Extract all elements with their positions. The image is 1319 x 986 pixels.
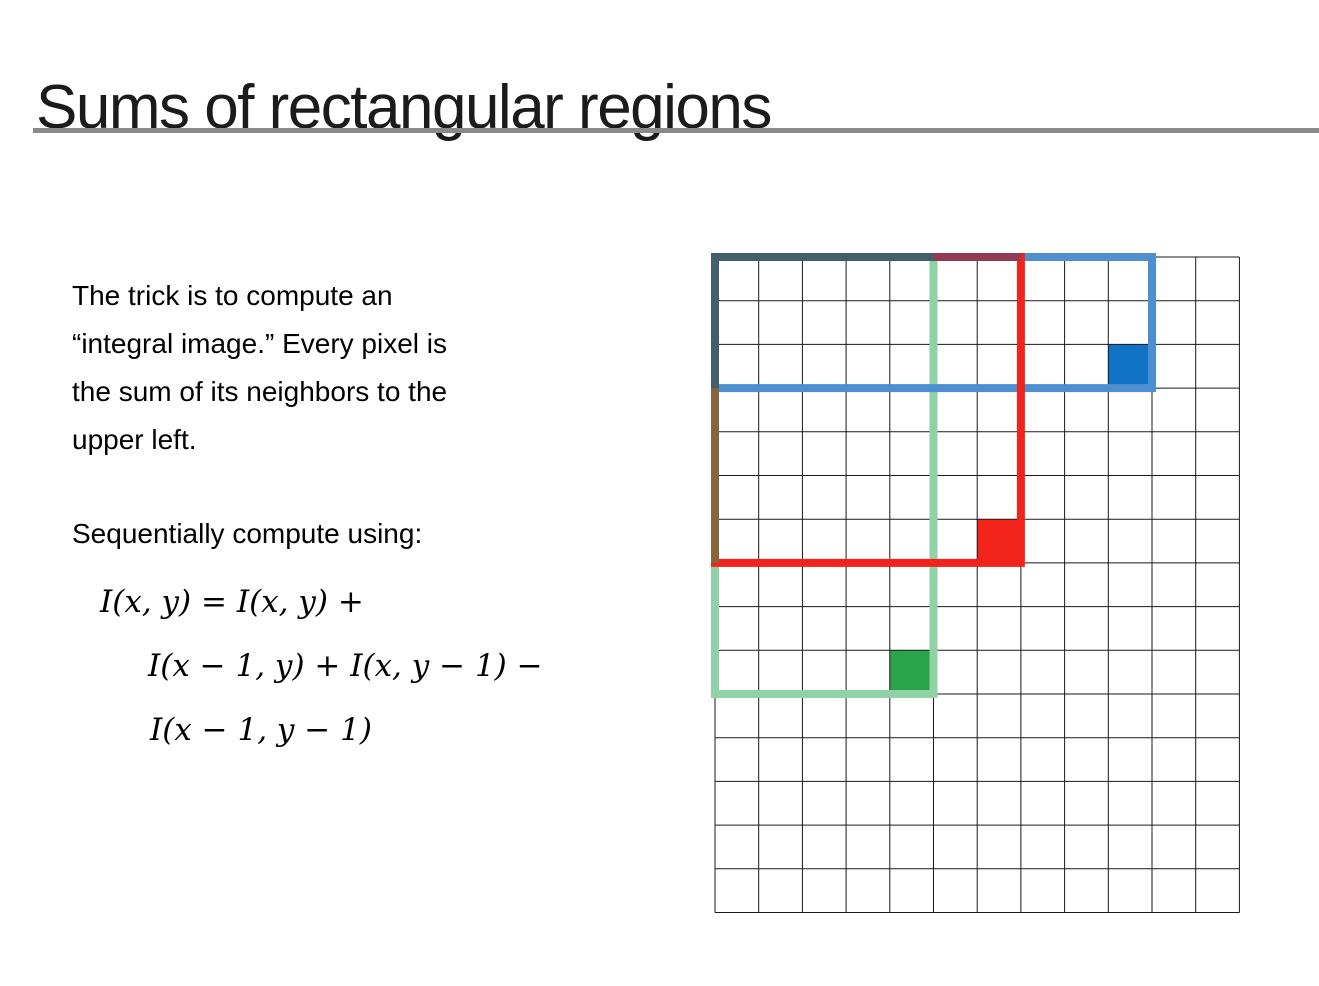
body-paragraph: The trick is to compute an “integral ima…	[72, 272, 632, 464]
body-line: “integral image.” Every pixel is	[72, 328, 448, 359]
grid-lines	[714, 256, 1240, 913]
formula-line: I(x − 1, y − 1)	[150, 712, 372, 748]
formula-line: I(x − 1, y) + I(x, y − 1) −	[148, 648, 543, 684]
sequential-label: Sequentially compute using:	[72, 518, 423, 549]
body-line: The trick is to compute an	[72, 280, 393, 311]
body-line: upper left.	[72, 424, 197, 455]
red-region-outline	[711, 253, 1025, 567]
blue-region-anchor-cell	[1108, 344, 1152, 389]
red-region-anchor-cell	[977, 519, 1021, 563]
formula: I(x, y) = I(x, y) + I(x − 1, y) + I(x, y…	[72, 570, 543, 762]
green-region-anchor-cell	[889, 650, 934, 694]
formula-line: I(x, y) = I(x, y) +	[100, 584, 364, 620]
title-underline	[33, 128, 1319, 133]
body-line: the sum of its neighbors to the	[72, 376, 448, 407]
